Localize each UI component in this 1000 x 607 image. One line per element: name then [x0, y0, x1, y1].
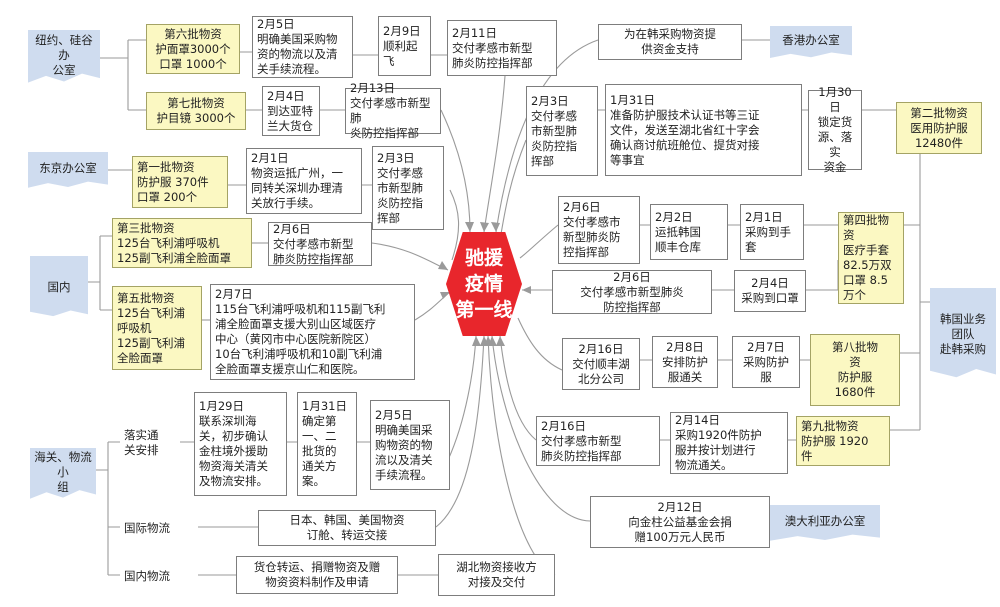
batch-6-step-feb5: 2月5日 明确美国采购物 资的物流以及清 关手续流程。 — [252, 16, 353, 78]
batch-4-node: 第四批物 资 医疗手套 82.5万双 口罩 8.5 万个 — [838, 212, 904, 304]
customs-step-feb5: 2月5日 明确美国采 购物资的物 流以及清关 手续流程。 — [370, 400, 450, 490]
office-hongkong: 香港办公室 — [770, 26, 852, 58]
batch-4-step-feb6-b: 2月6日 交付孝感市新型肺炎 防控指挥部 — [552, 270, 712, 314]
office-ny-silicon-valley: 纽约、硅谷办 公室 — [28, 30, 100, 83]
customs-clearance-label: 落实通 关安排 — [124, 428, 159, 457]
office-domestic: 国内 — [30, 256, 88, 317]
batch-5-step-feb7: 2月7日 115台飞利浦呼吸机和115副飞利 浦全脸面罩支援大别山区域医疗 中心… — [210, 284, 415, 380]
batch-4-step-feb2: 2月2日 运抵韩国 顺丰仓库 — [650, 204, 728, 260]
batch-4-step-feb4: 2月4日 采购到口罩 — [734, 270, 806, 312]
batch-1-step-feb1: 2月1日 物资运抵广州，一 同转关深圳办理清 关放行手续。 — [246, 148, 362, 214]
batch-2-step-feb3: 2月3日 交付孝感 市新型肺 炎防控指 挥部 — [526, 86, 598, 176]
batch-9-step-feb16: 2月16日 交付孝感市新型 肺炎防控指挥部 — [536, 416, 660, 466]
batch-2-step-jan31: 1月31日 准备防护服技术认证书等三证 文件，发送至湖北省红十字会 确认商讨航班… — [605, 84, 802, 176]
batch-7-step-feb13: 2月13日 交付孝感市新型肺 炎防控指挥部 — [345, 81, 441, 140]
batch-8-node: 第八批物 资 防护服 1680件 — [810, 334, 900, 406]
batch-8-step-feb16: 2月16日 交付顺丰湖 北分公司 — [562, 338, 640, 390]
customs-step-jan31: 1月31日 确定第 一、二 批货的 通关方 案。 — [297, 392, 357, 496]
domestic-logistics-delivery: 湖北物资接收方 对接及交付 — [438, 554, 555, 596]
center-title-hexagon: 驰援 疫情 第一线 — [446, 232, 522, 336]
au-donation: 2月12日 向金柱公益基金会捐 赠100万元人民币 — [590, 496, 770, 548]
batch-9-step-feb14: 2月14日 采购1920件防护 服并按计划进行 物流通关。 — [670, 412, 788, 474]
office-tokyo: 东京办公室 — [28, 152, 108, 188]
batch-7-node: 第七批物资 护目镜 3000个 — [146, 92, 246, 130]
batch-1-node: 第一批物资 防护服 370件 口罩 200个 — [132, 156, 228, 208]
batch-5-node: 第五批物资 125台飞利浦 呼吸机 125副飞利浦 全脸面罩 — [112, 286, 202, 370]
batch-1-step-feb3: 2月3日 交付孝感 市新型肺 炎防控指 挥部 — [372, 146, 444, 230]
batch-6-step-feb9: 2月9日 顺利起 飞 — [378, 16, 431, 76]
batch-8-step-feb7: 2月7日 采购防护 服 — [732, 336, 800, 388]
international-logistics-detail: 日本、韩国、美国物资 订舱、转运交接 — [258, 510, 436, 546]
office-customs-logistics: 海关、物流小 组 — [30, 448, 96, 499]
office-australia: 澳大利亚办公室 — [770, 505, 880, 541]
office-korea-team: 韩国业务 团队 赴韩采购 — [930, 288, 996, 378]
batch-9-node: 第九批物资 防护服 1920 件 — [796, 416, 890, 466]
international-logistics-label: 国际物流 — [124, 520, 170, 535]
batch-6-step-feb11: 2月11日 交付孝感市新型 肺炎防控指挥部 — [447, 20, 557, 76]
batch-4-step-feb1: 2月1日 采购到手 套 — [740, 204, 804, 260]
hk-funding-support: 为在韩采购物资提 供资金支持 — [598, 24, 742, 60]
batch-6-node: 第六批物资 护面罩3000个 口罩 1000个 — [146, 24, 240, 74]
batch-8-step-feb8: 2月8日 安排防护 服通关 — [652, 336, 718, 388]
batch-3-step-feb6: 2月6日 交付孝感市新型 肺炎防控指挥部 — [268, 222, 372, 266]
batch-2-step-jan30: 1月30日 锁定货 源、落实 资金 — [808, 85, 862, 174]
batch-4-step-feb6-a: 2月6日 交付孝感市 新型肺炎防 控指挥部 — [558, 196, 640, 264]
domestic-logistics-label: 国内物流 — [124, 568, 170, 583]
batch-7-step-feb4: 2月4日 到达亚特 兰大货仓 — [262, 86, 320, 136]
customs-step-jan29: 1月29日 联系深圳海 关，初步确认 金柱境外援助 物资海关清关 及物流安排。 — [194, 392, 287, 496]
batch-3-node: 第三批物资 125台飞利浦呼吸机 125副飞利浦全脸面罩 — [112, 218, 252, 268]
batch-2-node: 第二批物资 医用防护服 12480件 — [896, 102, 982, 154]
domestic-logistics-detail: 货仓转运、捐赠物资及赠 物资资料制作及申请 — [236, 556, 398, 594]
